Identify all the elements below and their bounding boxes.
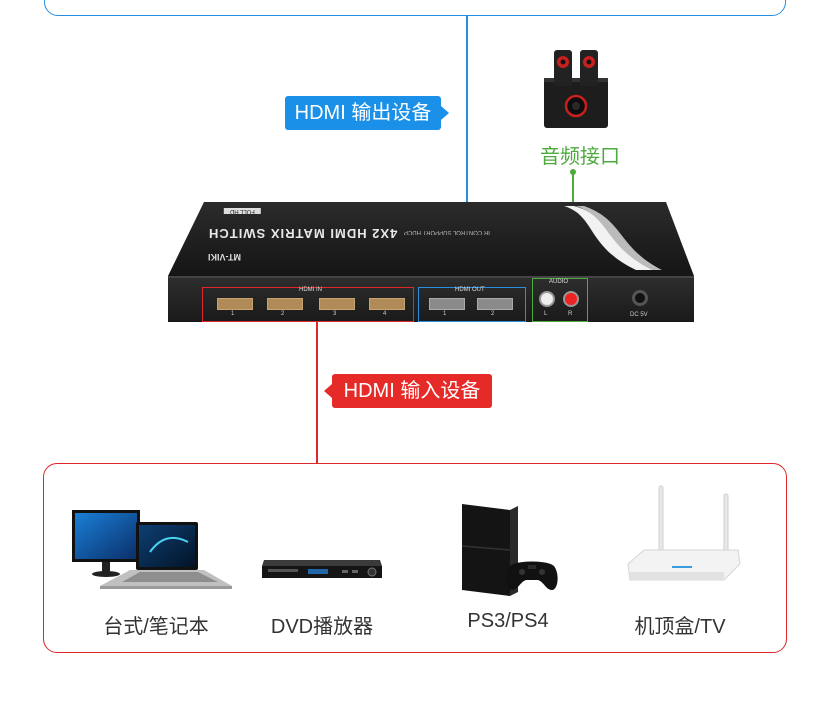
hdmi-out-port-2[interactable] (477, 298, 513, 310)
port-number: 2 (281, 311, 285, 317)
output-devices-box (44, 0, 786, 16)
hdmi-output-tag: HDMI 输出设备 (285, 96, 453, 130)
port-number: 4 (383, 311, 387, 317)
output-connector-line (466, 16, 468, 292)
hdmi-in-port-1[interactable] (217, 298, 253, 310)
source-label-settop: 机顶盒/TV (634, 616, 726, 638)
hdmi-in-port-3[interactable] (319, 298, 355, 310)
hdmi-input-tag-label: HDMI 输入设备 (332, 374, 492, 408)
audio-group-label: AUDIO (549, 279, 569, 285)
power-label: DC 5V (630, 312, 648, 318)
port-number: R (568, 311, 573, 317)
device-model-text: 4X2 HDMI MATRIX SWITCH (208, 226, 398, 241)
port-number: 2 (491, 311, 495, 317)
port-number: 3 (333, 311, 337, 317)
port-number: L (544, 311, 548, 317)
speaker-icon (540, 48, 614, 130)
game-console-icon (458, 500, 562, 598)
audio-port-left[interactable] (539, 291, 555, 307)
audio-interface-label: 音频接口 (540, 146, 620, 168)
input-connector-line (316, 321, 318, 463)
hdmi-out-port-1[interactable] (429, 298, 465, 310)
device-badge: FULL HD (224, 208, 261, 214)
hdmi-in-port-4[interactable] (369, 298, 405, 310)
port-number: 1 (443, 311, 447, 317)
set-top-box-icon (624, 484, 742, 590)
hdmi-out-group: HDMI OUT 1 2 (418, 287, 526, 322)
tag-arrow-icon (324, 384, 332, 398)
source-label-dvd: DVD播放器 (270, 616, 374, 638)
audio-port-right[interactable] (563, 291, 579, 307)
dvd-player-icon (260, 556, 384, 582)
device-subtitle-text: IR CONTROL SUPPORT HDCP (404, 229, 490, 235)
port-number: 1 (231, 311, 235, 317)
matrix-switch-device: 4X2 HDMI MATRIX SWITCH IR CONTROL SUPPOR… (166, 196, 696, 326)
hdmi-out-label: HDMI OUT (455, 287, 485, 293)
device-brand-text: MT-VIKI (208, 252, 241, 262)
tag-arrow-icon (441, 106, 449, 120)
desktop-laptop-icon (70, 508, 236, 594)
hdmi-output-tag-label: HDMI 输出设备 (285, 96, 441, 130)
power-port[interactable] (632, 290, 648, 306)
source-label-console: PS3/PS4 (467, 610, 549, 632)
audio-group: AUDIO L R (532, 278, 588, 322)
hdmi-in-port-2[interactable] (267, 298, 303, 310)
hdmi-in-label: HDMI IN (299, 287, 322, 293)
source-label-computer: 台式/笔记本 (103, 616, 209, 638)
hdmi-input-tag: HDMI 输入设备 (324, 374, 494, 408)
input-devices-box (43, 463, 787, 653)
hdmi-in-group: HDMI IN 1 2 3 4 (202, 287, 414, 322)
